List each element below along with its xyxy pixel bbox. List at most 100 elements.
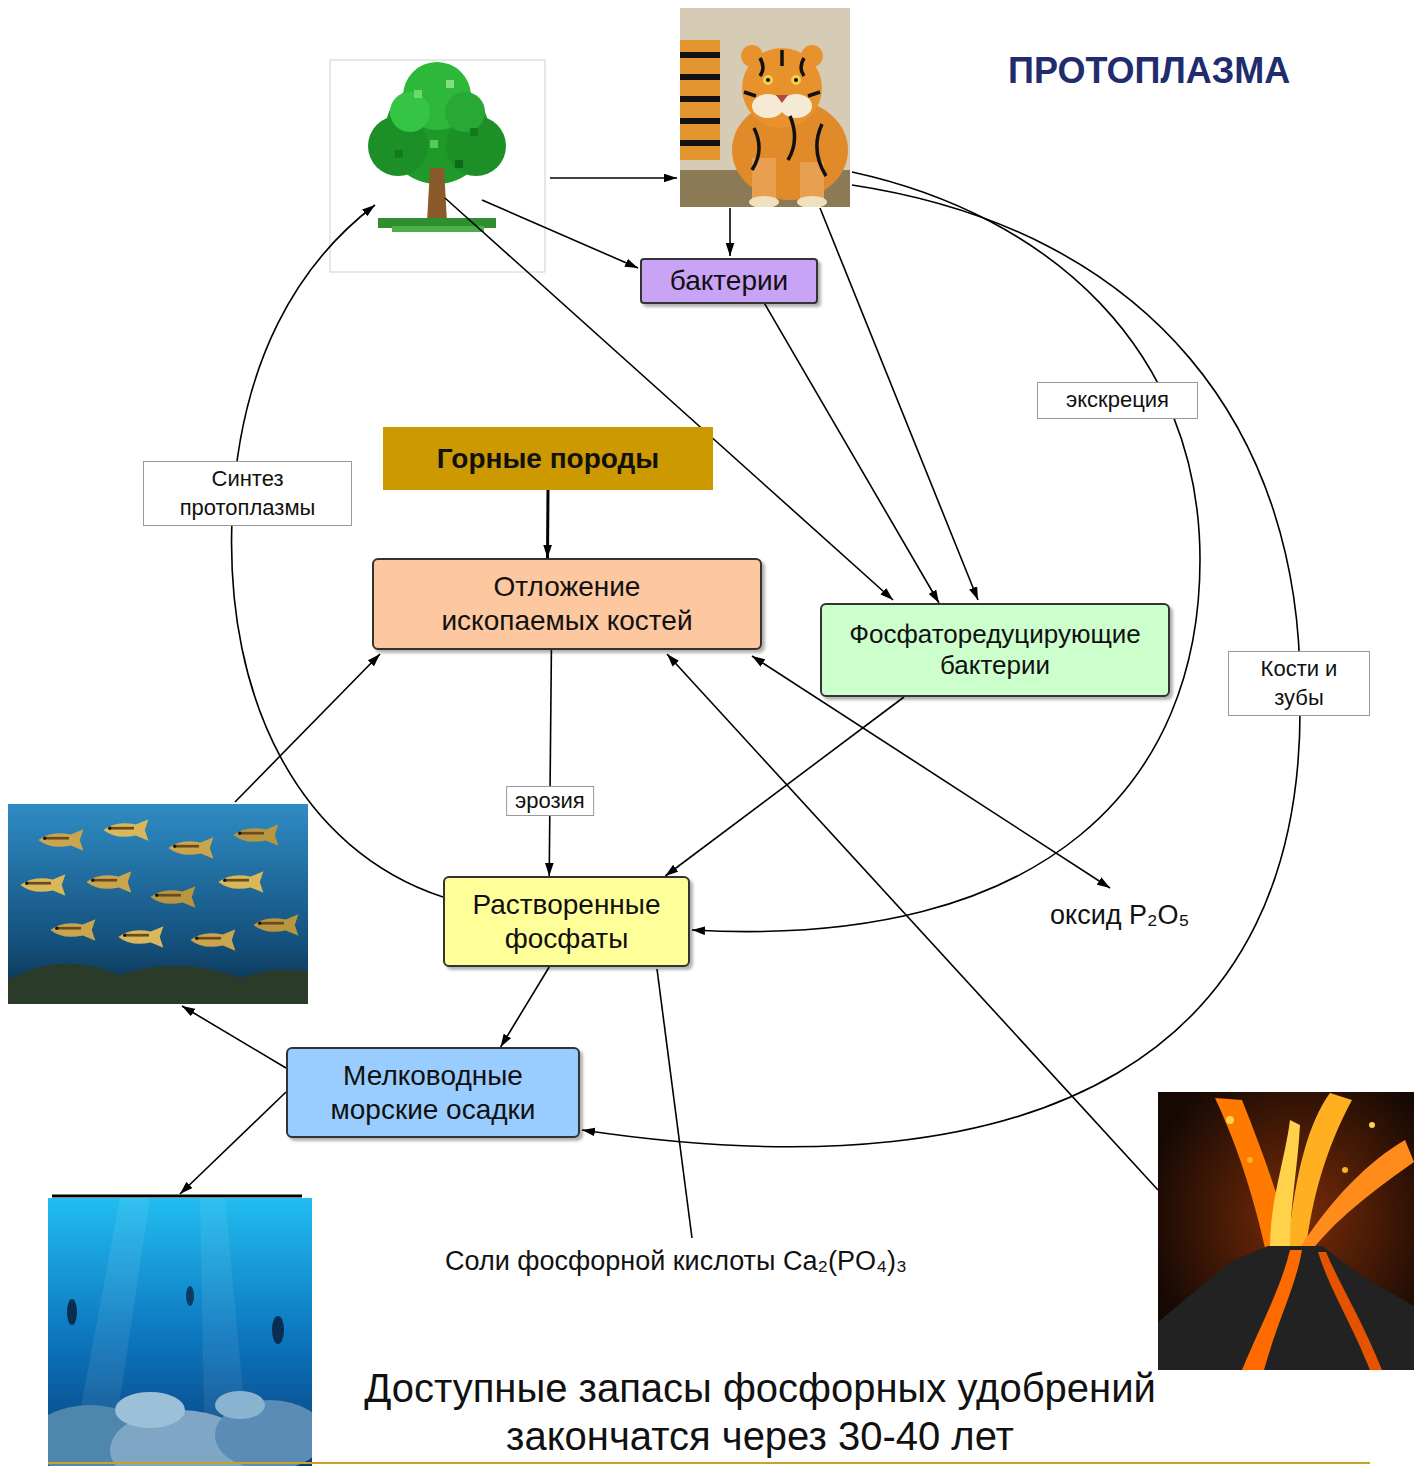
fish-picture bbox=[155, 894, 158, 897]
box-text: Отложение ископаемых костей bbox=[427, 570, 707, 637]
fish-picture bbox=[50, 919, 95, 941]
cycle-arrow bbox=[232, 205, 443, 897]
tree-picture bbox=[395, 150, 403, 158]
tiger-picture bbox=[680, 8, 850, 207]
tiger-picture bbox=[680, 74, 720, 80]
fish-picture bbox=[168, 837, 213, 859]
flow-arrow bbox=[765, 304, 939, 603]
tiger-picture bbox=[680, 118, 720, 124]
note-box: Кости и зубы bbox=[1228, 651, 1370, 716]
fish-picture bbox=[253, 914, 298, 936]
box-text: Растворенные фосфаты bbox=[455, 888, 678, 955]
fish-picture bbox=[44, 837, 69, 840]
diagram-caption: Доступные запасы фосфорных удобрений зак… bbox=[364, 1366, 1156, 1458]
sea-picture bbox=[186, 1286, 194, 1306]
volcano-picture bbox=[1158, 1246, 1414, 1370]
tree-picture bbox=[390, 92, 430, 132]
edge-label: эрозия bbox=[515, 788, 585, 813]
fish-picture bbox=[50, 919, 95, 941]
tree-picture bbox=[330, 60, 545, 272]
sea-picture bbox=[115, 1392, 185, 1428]
fish-picture bbox=[156, 894, 181, 897]
fish-picture bbox=[38, 829, 83, 851]
fish-picture bbox=[150, 886, 195, 908]
fish-picture bbox=[118, 926, 163, 948]
cycle-arrow bbox=[657, 969, 692, 1238]
fish-picture bbox=[91, 879, 94, 882]
process-box: бактерии bbox=[640, 258, 818, 304]
tree-picture bbox=[445, 92, 485, 132]
note-box: Синтез протоплазмы bbox=[143, 461, 352, 526]
fish-picture bbox=[109, 827, 134, 830]
note-text: Соли фосфорной кислоты Ca₂(PO₄)₃ bbox=[445, 1246, 907, 1276]
fish-picture bbox=[43, 837, 46, 840]
picture-frame-line bbox=[52, 1195, 302, 1198]
fish-picture bbox=[174, 845, 199, 848]
tiger-picture bbox=[797, 196, 827, 207]
fish-picture bbox=[56, 927, 81, 930]
cycle-arrow bbox=[482, 200, 638, 268]
volcano-picture bbox=[1158, 1092, 1414, 1370]
tiger-picture bbox=[680, 52, 720, 58]
fish-picture bbox=[86, 871, 131, 893]
fish-picture bbox=[150, 886, 195, 908]
tree-picture bbox=[455, 160, 463, 168]
tree-picture bbox=[392, 226, 484, 232]
flow-arrow bbox=[665, 697, 904, 876]
tree-picture bbox=[430, 140, 438, 148]
note-box: экскреция bbox=[1037, 382, 1198, 419]
cycle-arrow bbox=[550, 177, 677, 179]
fish-picture bbox=[173, 845, 176, 848]
volcano-picture bbox=[1300, 1140, 1414, 1250]
cycle-arrow bbox=[820, 208, 978, 600]
volcano-picture bbox=[1318, 1252, 1382, 1370]
fish-picture bbox=[218, 871, 263, 893]
fish-picture bbox=[195, 937, 198, 940]
tree-picture bbox=[470, 128, 478, 136]
cycle-arrow bbox=[182, 1006, 286, 1068]
sea-picture bbox=[215, 1391, 265, 1419]
note-text: оксид P₂O₅ bbox=[1050, 900, 1189, 930]
fish-picture bbox=[124, 934, 149, 937]
fish-picture bbox=[233, 824, 278, 846]
fish-picture bbox=[108, 827, 111, 830]
tiger-picture bbox=[763, 75, 773, 85]
tiger-picture bbox=[680, 8, 850, 207]
tree-picture bbox=[427, 168, 447, 222]
box-text: Фосфаторедуцирующие бактерии bbox=[832, 619, 1158, 681]
fish-picture bbox=[259, 922, 284, 925]
volcano-picture bbox=[1242, 1250, 1302, 1370]
caption-rule bbox=[48, 1462, 1370, 1464]
note-label: Соли фосфорной кислоты Ca₂(PO₄)₃ bbox=[443, 1244, 909, 1279]
tree-picture bbox=[330, 60, 545, 272]
tiger-picture bbox=[680, 40, 720, 160]
edge-label-box: эрозия bbox=[506, 786, 594, 816]
process-box: Отложение ископаемых костей bbox=[372, 558, 762, 650]
fish-picture bbox=[253, 914, 298, 936]
fish-picture bbox=[190, 929, 235, 951]
fish-picture bbox=[20, 874, 65, 896]
fish-picture bbox=[233, 824, 278, 846]
tiger-picture bbox=[791, 75, 801, 85]
fish-picture bbox=[8, 964, 308, 1004]
volcano-picture bbox=[1226, 1116, 1234, 1124]
fish-picture bbox=[123, 934, 126, 937]
cycle-arrow bbox=[445, 198, 893, 600]
box-text: Горные породы bbox=[437, 442, 659, 476]
fish-picture bbox=[118, 926, 163, 948]
fish-picture bbox=[196, 937, 221, 940]
process-box: Горные породы bbox=[383, 427, 713, 490]
tiger-picture bbox=[680, 140, 720, 146]
note-text: экскреция bbox=[1066, 387, 1169, 412]
box-text: бактерии bbox=[670, 264, 788, 298]
fish-picture bbox=[168, 837, 213, 859]
fish-picture bbox=[20, 874, 65, 896]
volcano-picture bbox=[1270, 1120, 1300, 1248]
flow-arrow bbox=[501, 967, 550, 1047]
note-text: Синтез протоплазмы bbox=[180, 466, 316, 520]
volcano-picture bbox=[1247, 1157, 1253, 1163]
fish-picture bbox=[103, 819, 148, 841]
fish-picture bbox=[224, 879, 249, 882]
sea-picture bbox=[48, 1198, 312, 1466]
